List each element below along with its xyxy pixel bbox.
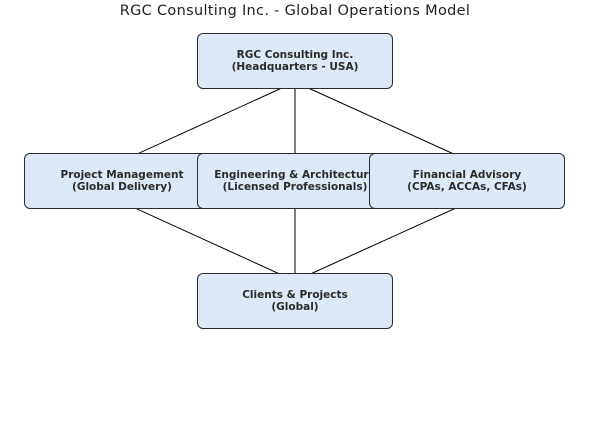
node-project-management-subtitle: (Global Delivery) [72, 181, 172, 193]
arrow-hq-to-fin [294, 81, 468, 161]
node-engineering-architecture-title: Engineering & Architecture [214, 169, 376, 181]
arrow-pm-to-cli [123, 202, 296, 282]
node-clients-projects-title: Clients & Projects [242, 289, 348, 301]
arrow-hq-to-pm [123, 81, 296, 161]
node-financial-advisory-title: Financial Advisory [412, 169, 522, 181]
node-clients-projects-subtitle: (Global) [271, 301, 319, 313]
node-headquarters: RGC Consulting Inc. (Headquarters - USA) [197, 33, 393, 89]
node-project-management-title: Project Management [60, 169, 184, 181]
arrow-fin-to-cli [294, 202, 468, 282]
node-engineering-architecture-subtitle: (Licensed Professionals) [222, 181, 368, 193]
node-financial-advisory-subtitle: (CPAs, ACCAs, CFAs) [407, 181, 527, 193]
node-engineering-architecture: Engineering & Architecture (Licensed Pro… [197, 153, 393, 209]
node-headquarters-title: RGC Consulting Inc. [236, 49, 354, 61]
node-financial-advisory: Financial Advisory (CPAs, ACCAs, CFAs) [369, 153, 565, 209]
diagram-title: RGC Consulting Inc. - Global Operations … [119, 3, 471, 19]
node-project-management: Project Management (Global Delivery) [24, 153, 220, 209]
node-headquarters-subtitle: (Headquarters - USA) [231, 61, 359, 73]
node-clients-projects: Clients & Projects (Global) [197, 273, 393, 329]
